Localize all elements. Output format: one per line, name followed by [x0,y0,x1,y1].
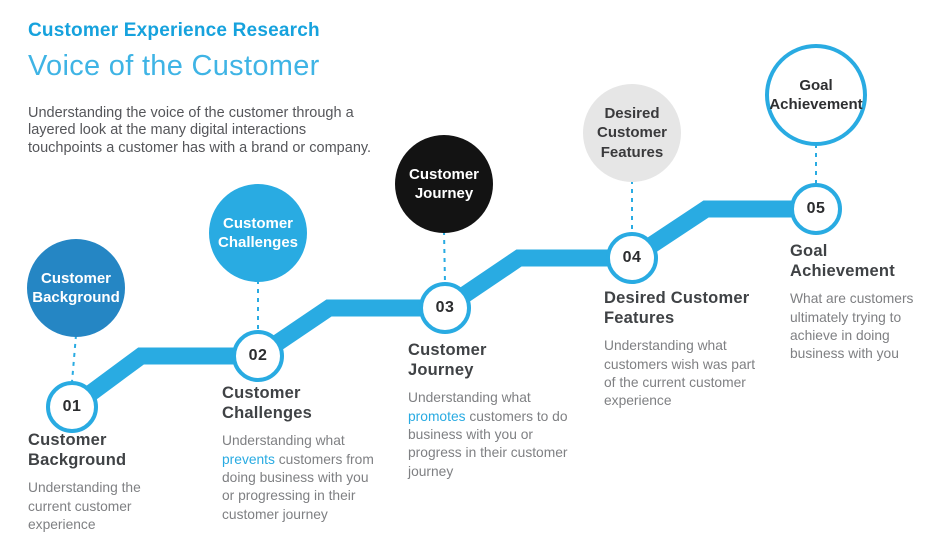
step-bubble-label: Goal Achievement [769,76,863,114]
step-number: 03 [435,299,455,316]
kicker: Customer Experience Research [28,20,320,41]
step-heading: Customer Challenges [222,384,313,423]
step-bubble-label: Desired Customer Features [596,104,667,161]
step-body: Understanding the current customer exper… [28,479,163,534]
step-node: 03 [419,282,471,334]
step-bubble: Goal Achievement [765,44,867,146]
step-heading: Customer Journey [408,341,487,380]
highlighted-word: promotes [408,408,466,424]
bubble-connector-dashed-line [443,230,446,284]
body-text-segment: Understanding what customers wish was pa… [604,338,756,409]
step-bubble-label: Customer Journey [408,165,479,203]
bubble-connector-dashed-line [71,334,77,383]
highlighted-word: prevents [222,451,275,467]
step-body: What are customers ultimately trying to … [790,290,935,363]
body-text-segment: Understanding what [222,433,345,449]
step-bubble-label: Customer Challenges [217,214,299,252]
step-node: 01 [46,381,98,433]
page-title: Voice of the Customer [28,50,320,82]
step-bubble-label: Customer Background [32,269,120,307]
step-body: Understanding what prevents customers fr… [222,432,380,524]
body-text-segment: customers to do business with you or pro… [408,408,568,479]
step-bubble: Customer Journey [395,135,493,233]
step-node: 02 [232,330,284,382]
step-number: 02 [248,347,268,364]
body-text-segment: What are customers ultimately trying to … [790,291,914,362]
step-bubble: Customer Background [27,239,125,337]
step-bubble: Customer Challenges [209,184,307,282]
body-text-segment: Understanding what [408,390,531,406]
intro-text: Understanding the voice of the customer … [28,105,372,156]
bubble-connectors [71,144,817,383]
body-text-segment: customers from doing business with you o… [222,451,374,522]
step-heading: Customer Background [28,431,127,470]
step-heading: Desired Customer Features [604,289,750,328]
step-node: 05 [790,183,842,235]
body-text-segment: Understanding the current customer exper… [28,480,141,532]
step-node: 04 [606,232,658,284]
step-bubble: Desired Customer Features [583,84,681,182]
step-heading: Goal Achievement [790,242,895,281]
step-number: 05 [806,200,826,217]
step-number: 01 [62,398,82,415]
step-body: Understanding what customers wish was pa… [604,337,766,410]
step-body: Understanding what promotes customers to… [408,389,570,481]
step-number: 04 [622,249,642,266]
